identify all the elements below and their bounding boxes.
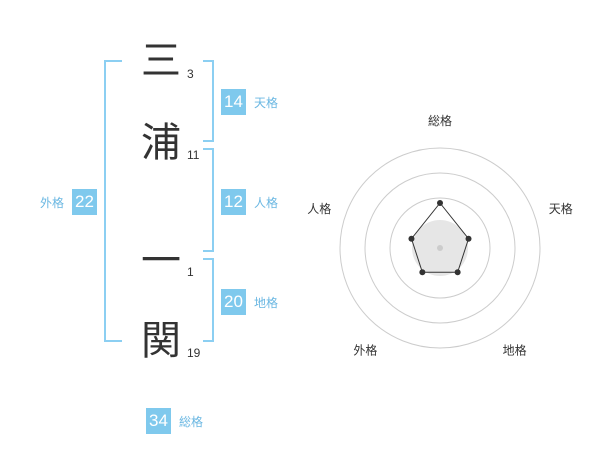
radar-series-polygon — [410, 202, 470, 273]
soukaku-value: 34 — [146, 408, 171, 434]
chikaku-bracket — [203, 258, 214, 342]
radar-point-2 — [465, 235, 472, 242]
radar-axis-label-2: 天格 — [549, 201, 573, 216]
radar-point-1 — [437, 200, 443, 206]
soukaku-label: 総格 — [179, 415, 204, 429]
radar-point-5 — [408, 235, 415, 242]
gaikaku-value: 22 — [72, 189, 97, 215]
jinkaku-bracket — [203, 148, 214, 252]
gaikaku-bracket — [104, 60, 122, 342]
name-char-1: 三 — [141, 38, 181, 84]
radar-axis-label-5: 人格 — [307, 201, 331, 216]
stroke-count-2: 11 — [187, 148, 200, 162]
name-char-2: 浦 — [141, 120, 181, 166]
radar-ring — [389, 197, 491, 299]
radar-ring — [364, 172, 516, 324]
radar-axis-label-3: 地格 — [503, 343, 527, 358]
gaikaku-label: 外格 — [40, 196, 65, 210]
name-char-4: 関 — [141, 318, 181, 364]
jinkaku-value: 12 — [221, 189, 246, 215]
tenkaku-value: 14 — [221, 89, 246, 115]
name-char-3: 一 — [141, 238, 181, 284]
stroke-count-4: 19 — [187, 346, 201, 360]
tenkaku-label: 天格 — [254, 96, 279, 110]
radar-axis-label-1: 総格 — [428, 113, 452, 128]
radar-point-4 — [419, 269, 426, 276]
stroke-count-1: 3 — [187, 67, 194, 81]
radar-axis-label-4: 外格 — [353, 343, 377, 358]
chikaku-label: 地格 — [254, 296, 279, 310]
radar-center-dot — [437, 245, 443, 251]
radar-point-3 — [454, 269, 461, 276]
radar-ring — [339, 147, 541, 349]
jinkaku-label: 人格 — [254, 196, 279, 210]
chikaku-value: 20 — [221, 289, 246, 315]
stroke-count-3: 1 — [187, 265, 194, 279]
tenkaku-bracket — [203, 60, 214, 142]
